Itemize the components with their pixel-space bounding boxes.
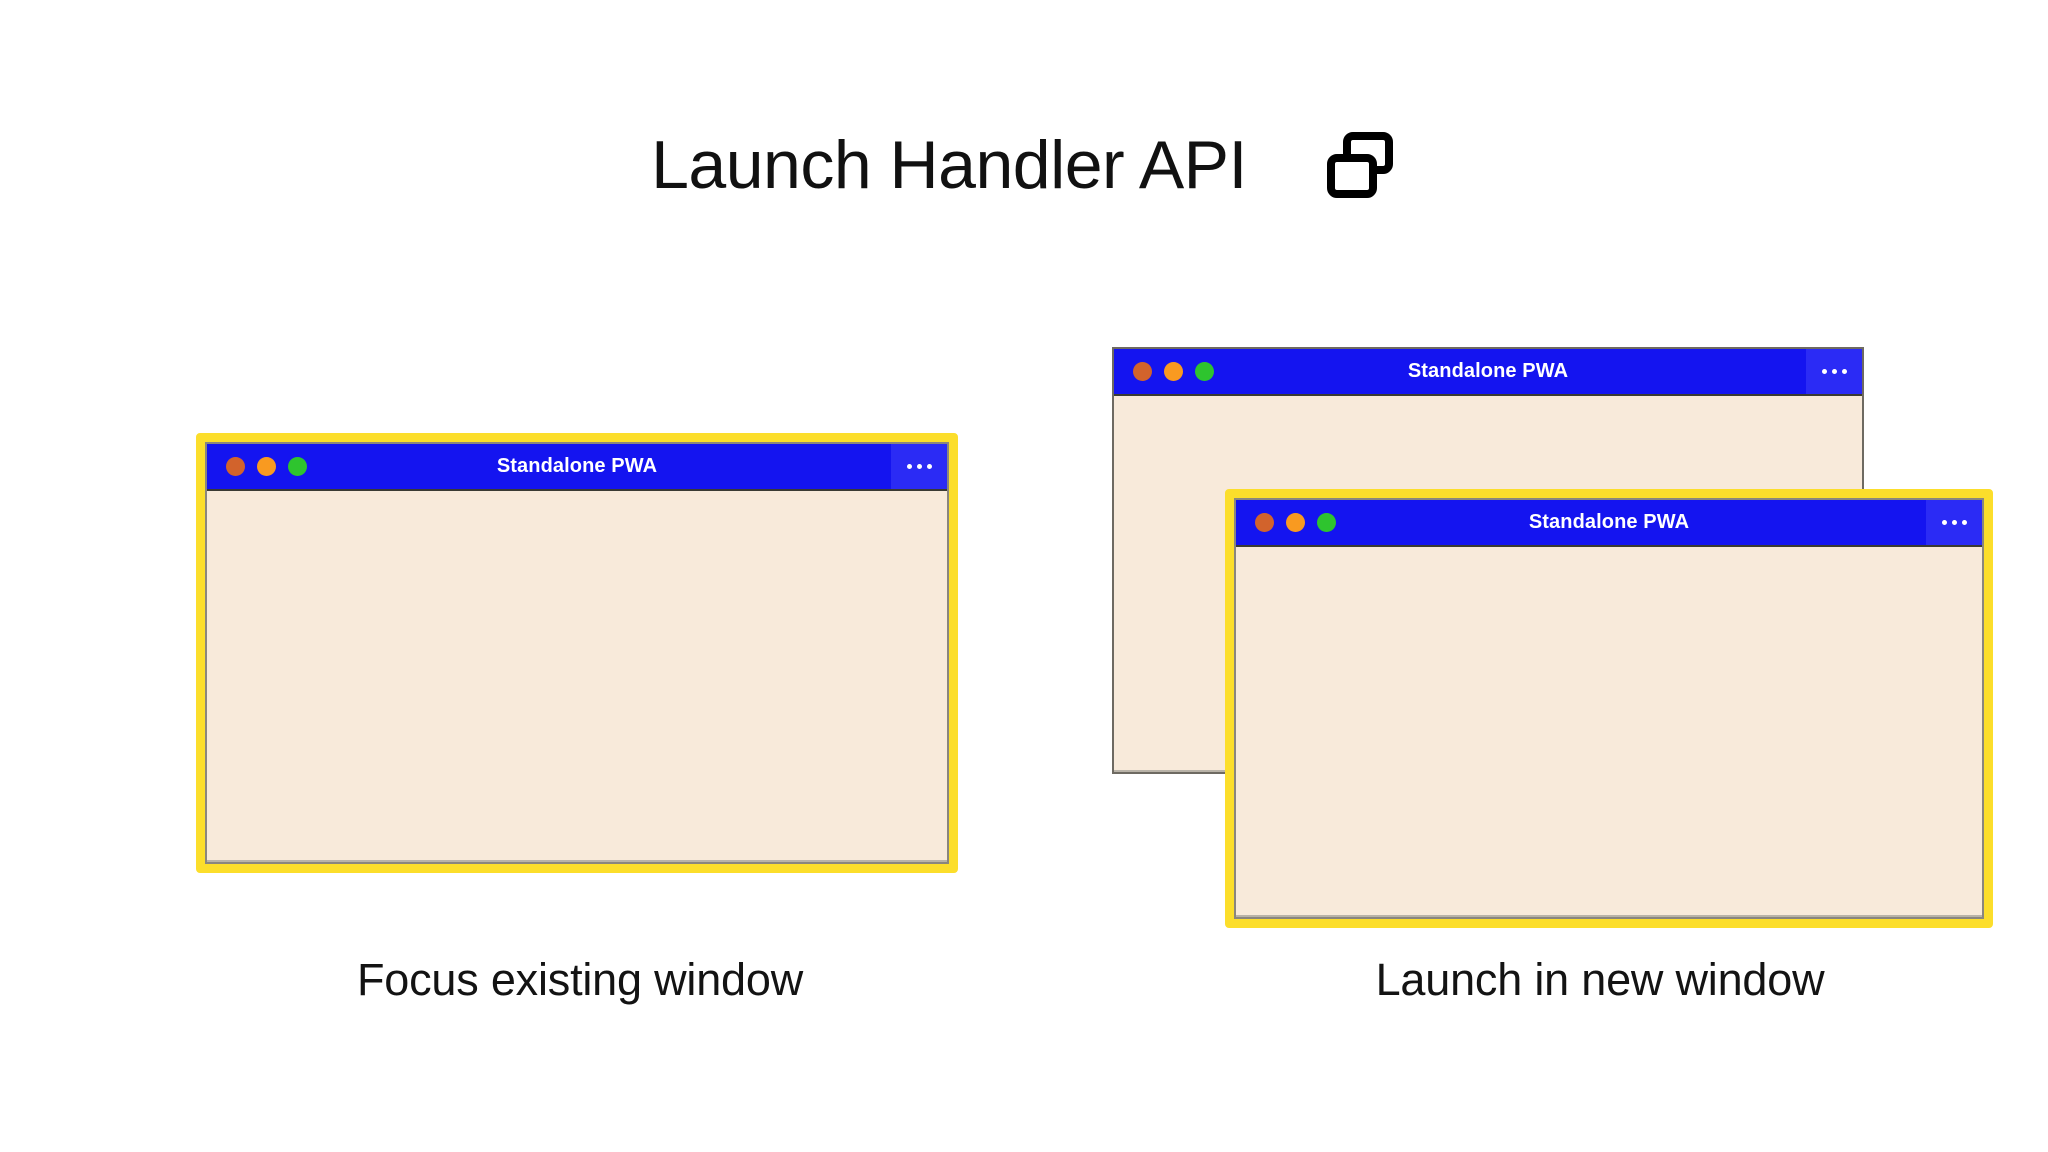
window-content-area (207, 491, 947, 862)
multi-window-icon (1323, 128, 1397, 202)
overflow-menu-icon[interactable] (1926, 500, 1982, 545)
menu-dot-3 (1841, 369, 1847, 374)
close-dot-icon[interactable] (226, 457, 245, 476)
window-titlebar[interactable]: Standalone PWA (1114, 349, 1862, 396)
window-launch-new[interactable]: Standalone PWA (1225, 489, 1993, 928)
close-dot-icon[interactable] (1133, 362, 1152, 381)
menu-dot-1 (1941, 520, 1947, 525)
window-content-area (1236, 547, 1982, 917)
menu-dot-3 (1961, 520, 1967, 525)
menu-dot-1 (1821, 369, 1827, 374)
window-frame: Standalone PWA (1234, 498, 1984, 919)
close-dot-icon[interactable] (1255, 513, 1274, 532)
window-controls (1114, 362, 1214, 381)
window-titlebar[interactable]: Standalone PWA (1236, 500, 1982, 547)
minimize-dot-icon[interactable] (257, 457, 276, 476)
maximize-dot-icon[interactable] (1317, 513, 1336, 532)
maximize-dot-icon[interactable] (1195, 362, 1214, 381)
window-controls (207, 457, 307, 476)
caption-focus-existing-window: Focus existing window (357, 954, 803, 1005)
overflow-menu-icon[interactable] (1806, 349, 1862, 394)
maximize-dot-icon[interactable] (288, 457, 307, 476)
menu-dot-2 (1951, 520, 1957, 525)
menu-dot-2 (916, 464, 922, 469)
window-title: Standalone PWA (1528, 511, 1690, 533)
menu-dot-2 (1831, 369, 1837, 374)
minimize-dot-icon[interactable] (1286, 513, 1305, 532)
menu-dot-1 (906, 464, 912, 469)
overflow-menu-icon[interactable] (891, 444, 947, 489)
window-title: Standalone PWA (1407, 360, 1569, 382)
window-focus-existing[interactable]: Standalone PWA (196, 433, 958, 873)
menu-dot-3 (926, 464, 932, 469)
page-header: Launch Handler API (0, 128, 2048, 202)
window-frame: Standalone PWA (205, 442, 949, 864)
page-title: Launch Handler API (651, 127, 1247, 203)
window-controls (1236, 513, 1336, 532)
window-title: Standalone PWA (496, 455, 658, 477)
caption-launch-in-new-window: Launch in new window (1375, 954, 1825, 1005)
window-titlebar[interactable]: Standalone PWA (207, 444, 947, 491)
minimize-dot-icon[interactable] (1164, 362, 1183, 381)
multi-window-icon-svg (1326, 132, 1393, 198)
